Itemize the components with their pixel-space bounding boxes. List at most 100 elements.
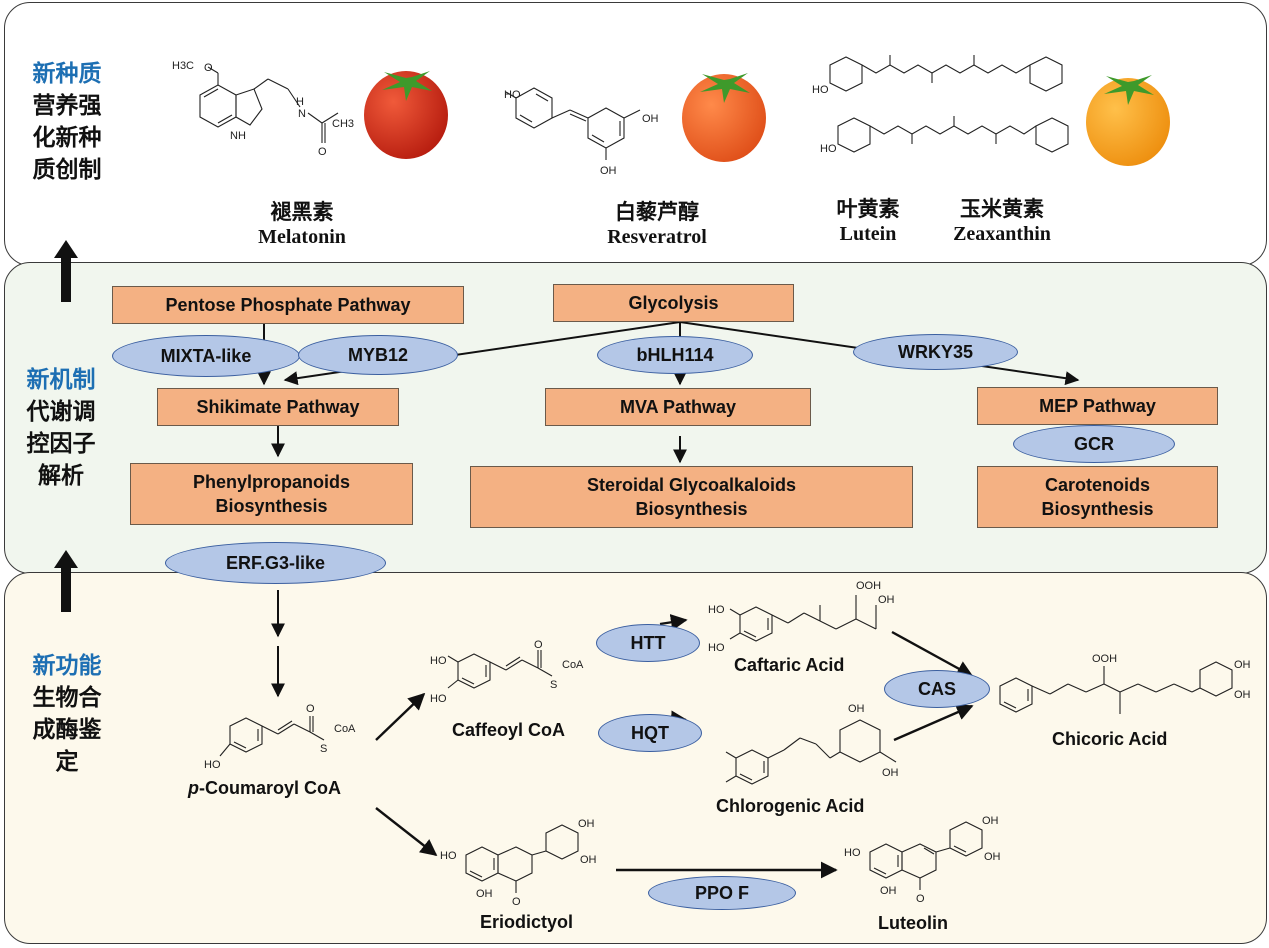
regulator-wrky35: WRKY35 (853, 334, 1018, 370)
chem-text: OOH (1092, 653, 1117, 665)
luteolin-structure: HO OH OH OH O (844, 815, 1001, 905)
regulator-gcr: GCR (1013, 425, 1175, 463)
chem-text: OH (982, 815, 999, 827)
section-line: 控因子 (26, 431, 96, 457)
lutein-structure: HO (812, 55, 1063, 96)
section-line: 生物合 (32, 685, 102, 711)
chem-text: OH (984, 851, 1001, 863)
chem-text: O (916, 893, 925, 905)
melatonin-structure: H3C O H N NH O CH3 (172, 60, 354, 158)
coumaroyl-coa-structure: HO O S CoA (204, 703, 356, 771)
chem-text: HO (708, 642, 725, 654)
up-arrow-icon (54, 240, 78, 302)
section-line: 成酶鉴 (32, 717, 102, 743)
shikimate-pathway-box: Shikimate Pathway (157, 388, 399, 426)
product-lutein-en: Lutein (839, 223, 897, 245)
compound-p-coumaroyl-coa: p-Coumaroyl CoA (188, 778, 341, 799)
italic-p: p (188, 778, 199, 798)
chem-text: OH (882, 767, 899, 779)
pentose-phosphate-pathway-box: Pentose Phosphate Pathway (112, 286, 464, 324)
chem-text: O (534, 639, 543, 651)
chem-text: CoA (562, 659, 584, 671)
section-title-top: 新种质 (32, 61, 102, 87)
section-line: 营养强 (32, 93, 102, 119)
compound-luteolin: Luteolin (878, 913, 948, 933)
box-line: Biosynthesis (215, 496, 328, 516)
chem-text: CH3 (332, 118, 354, 130)
compound-name: -Coumaroyl CoA (199, 778, 342, 798)
chem-text: S (320, 743, 327, 755)
chem-text: O (318, 146, 327, 158)
chem-text: OH (1234, 659, 1251, 671)
section-line: 化新种 (32, 125, 102, 151)
chem-text: HO (504, 89, 521, 101)
section-label-mid: 新机制 代谢调 控因子 解析 (6, 364, 116, 492)
chem-text: CoA (334, 723, 356, 735)
chem-text: OH (600, 165, 617, 177)
regulator-erf-g3-like: ERF.G3-like (165, 542, 386, 584)
section-label-bot: 新功能 生物合 成酶鉴 定 (12, 650, 122, 778)
chlorogenic-acid-structure: OH OH (725, 703, 899, 785)
chem-text: HO (820, 143, 837, 155)
chicoric-acid-structure: OOH OH OH (999, 653, 1251, 714)
section-title-mid: 新机制 (26, 367, 96, 393)
section-line: 定 (55, 749, 79, 775)
box-line: Phenylpropanoids (192, 472, 351, 492)
up-arrow-icon (54, 550, 78, 612)
chem-text: OOH (856, 580, 881, 592)
chem-text: HO (844, 847, 861, 859)
regulator-bhlh114: bHLH114 (597, 336, 753, 374)
chem-text: OH (642, 113, 659, 125)
mva-pathway-box: MVA Pathway (545, 388, 811, 426)
mep-pathway-box: MEP Pathway (977, 387, 1218, 425)
compound-caffeoyl-coa: Caffeoyl CoA (452, 720, 566, 740)
box-line: Steroidal Glycoalkaloids (586, 475, 797, 495)
product-melatonin-en: Melatonin (258, 226, 346, 248)
chem-text: NH (230, 130, 246, 142)
product-resveratrol-cn: 白藜芦醇 (615, 200, 699, 224)
chem-text: HO (708, 604, 725, 616)
chem-text: N (298, 108, 306, 120)
chem-text: OH (578, 818, 595, 830)
eriodictyol-structure: HO OH OH OH O (440, 818, 597, 908)
product-lutein-cn: 叶黄素 (836, 197, 900, 221)
resveratrol-structure: HO OH OH (504, 87, 659, 177)
caftaric-acid-structure: HO HO OOH OH (708, 580, 895, 654)
chem-text: O (204, 62, 213, 74)
chem-text: HO (204, 759, 221, 771)
chem-text: S (550, 679, 557, 691)
section-line: 质创制 (32, 157, 102, 183)
chem-text: HO (812, 84, 829, 96)
enzyme-hqt: HQT (598, 714, 702, 752)
chem-text: OH (848, 703, 865, 715)
box-line: Biosynthesis (1041, 499, 1154, 519)
caffeoyl-coa-structure: HO HO O S CoA (430, 639, 584, 705)
product-resveratrol-en: Resveratrol (607, 226, 707, 248)
section-line: 解析 (38, 463, 84, 489)
chem-text: HO (430, 693, 447, 705)
chem-text: OH (878, 594, 895, 606)
product-zeaxanthin-cn: 玉米黄素 (960, 197, 1044, 221)
chem-text: O (306, 703, 315, 715)
regulator-myb12: MYB12 (298, 335, 458, 375)
chem-text: H3C (172, 60, 194, 72)
phenylpropanoids-biosynthesis-box: Phenylpropanoids Biosynthesis (130, 463, 413, 525)
chem-text: H (296, 96, 304, 108)
zeaxanthin-structure: HO (820, 116, 1069, 155)
steroidal-glycoalkaloids-box: Steroidal Glycoalkaloids Biosynthesis (470, 466, 913, 528)
chem-text: OH (1234, 689, 1251, 701)
chem-text: HO (440, 850, 457, 862)
section-line: 代谢调 (26, 399, 96, 425)
chem-text: OH (880, 885, 897, 897)
glycolysis-box: Glycolysis (553, 284, 794, 322)
chem-text: O (512, 896, 521, 908)
compound-chlorogenic-acid: Chlorogenic Acid (716, 796, 865, 816)
chem-text: HO (430, 655, 447, 667)
product-zeaxanthin-en: Zeaxanthin (953, 223, 1051, 245)
panel-new-germplasm (4, 2, 1267, 266)
section-title-bot: 新功能 (32, 653, 102, 679)
chem-text: OH (476, 888, 493, 900)
box-line: Carotenoids (1044, 475, 1150, 495)
chem-text: OH (580, 854, 597, 866)
